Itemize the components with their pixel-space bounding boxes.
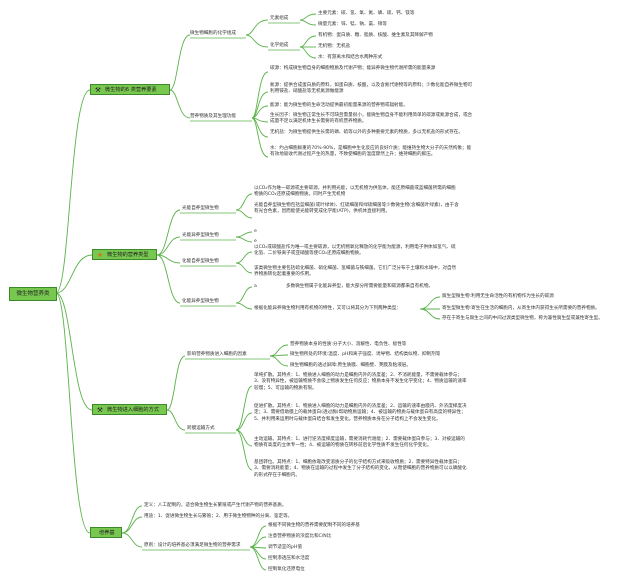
leaf-inorganic-salt: 无机盐：为微生物提供生长需的磷、硫等以外的多种重要元素的物质，多以无机盐的形式存… <box>270 130 463 135</box>
leaf-nutrient-properties: 营养物质本身的性质:分子大小、溶解性、电负性、极性等 <box>290 342 407 347</box>
leaf-medium-definition: 定义：人工配制的，适合微生物生长繁殖或产生代谢产物的营养基质。 <box>144 503 287 508</box>
node-photoheterotroph[interactable]: 光能异养型微生物 <box>182 233 219 238</box>
leaf-trace-elements: 微量元素：锌、锰、钠、氯、钼等 <box>318 22 387 27</box>
leaf-medium-usage: 用途：1、促进微生物生长与繁殖；2、用于微生物物种的分离、鉴定等。 <box>144 514 293 519</box>
node-chemical-composition[interactable]: 化学组成 <box>270 43 289 48</box>
leaf-chemoheterotroph-a-text: 多数微生物属于化能异养型，能大部分所需要能量和碳源都来自有机物。 <box>286 284 434 289</box>
node-medium-principles[interactable]: 原则：设计的培养基必须满足微生物的营养需求 <box>144 543 241 548</box>
leaf-water: 水：有游离水和结合水两种形式 <box>318 55 383 60</box>
leaf-principle-5: 控制氧化还原电位 <box>268 567 305 572</box>
leaf-chemoheterotroph-a: a <box>254 284 257 289</box>
leaf-chemoautotroph-desc-2: 该类微生物主要包括硫化细菌、硝化细菌、氢细菌与铁细菌。它们广泛分布于土壤和水域中… <box>254 266 457 278</box>
leaf-photoautotroph-desc-2: 光能自养型微生物包括蓝细菌(或叶绿体)、红硫细菌和绿硫细菌等少数微生物(含细菌叶… <box>254 203 459 215</box>
node-chemoheterotroph[interactable]: 化能异养型微生物 <box>182 299 219 304</box>
leaf-chemoheterotroph-b-text: 根据化能异养微生物利用有机物的特性，又可以将其分为下列两种类型： <box>254 306 402 311</box>
node-chemoautotroph[interactable]: 化能自养型微生物 <box>182 259 219 264</box>
leaf-principle-4: 控制渗透压和水活度 <box>268 556 310 561</box>
node-photoautotroph[interactable]: 光能自养型微生物 <box>182 206 219 211</box>
leaf-environment: 微生物所处的环境:温度、pH和离子强度、诱导物、结构类似物、抑制剂等 <box>290 352 441 357</box>
node-element-composition[interactable]: 元素组成 <box>270 16 289 21</box>
leaf-principle-3: 调节适宜的pH值 <box>268 545 302 550</box>
hammer-icon: ⚒ <box>95 86 101 94</box>
leaf-photoautotroph-desc-1: 以CO₂作为唯一碳源或主要碳源，并利用光能，以无机物为供氢体，能还原细菌或蓝细菌… <box>254 186 456 198</box>
leaf-facilitated-diffusion: 促进扩散。其特点：1、物质进入细胞的动力是细胞内外的浓度差；2、运输的速率由膜内… <box>254 404 467 422</box>
leaf-photoheterotroph-2: e <box>254 239 257 244</box>
branch-transport-label: 微生物进入细胞的方式 <box>107 407 159 413</box>
leaf-carbon-source: 碳源：构成微生物自身的细胞物质及代谢产物；能异养微生物代谢所需的能量来源 <box>270 66 436 71</box>
leaf-nitrogen-source: 氮源：提供合成蛋白质的原料，如蛋白质、核酸，以及含氮代谢物等的原料；少数化能自养… <box>270 83 473 95</box>
node-membrane-transport[interactable]: 跨膜运输方式 <box>187 426 215 431</box>
root-node[interactable]: 微生物营养类 <box>9 287 57 301</box>
branch-nutrition-types[interactable]: ★ 微生物的营养类型 <box>92 249 157 260</box>
leaf-water-function: 水：约占细胞鲜重的70%-90%，是细胞中生化反应的良好介质；能维持生物大分子的… <box>270 146 472 158</box>
leaf-inorganic: 无机物：无机盐 <box>318 44 351 49</box>
branch-nutrients-label: 微生物的6 类营养要素 <box>105 87 157 93</box>
leaf-energy-source: 能源：能为微生物的生命活动提供最初能量来源的营养物或辐射能。 <box>270 103 408 108</box>
branch-culture-medium-label: 培养基 <box>99 530 115 536</box>
leaf-principle-2: 注意营养物质的浓度比和C/N比 <box>268 534 332 539</box>
leaf-facultative: 存在于寄生与腐生之间的中间过渡类型微生物，称为兼性腐生型或兼性寄生型。 <box>442 316 603 321</box>
branch-nutrients[interactable]: ⚒ 微生物的6 类营养要素 <box>90 84 170 95</box>
leaf-permeability-barrier: 微生物细胞的透过屏障:原生质膜、细胞壁、荚膜及粘液层。 <box>290 363 411 368</box>
branch-nutrition-types-label: 微生物的营养类型 <box>107 252 149 258</box>
leaf-parasite: 寄生型微生物:寄生在生活的细胞内，从寄生体内获得生长所需要的营养物质。 <box>442 306 600 311</box>
leaf-photoheterotroph-1: e <box>254 229 257 234</box>
leaf-active-transport: 主动运输。其特点：1、进行逆浓度梯度运输，需要消耗代谢能；2、需要载体蛋白参与；… <box>254 437 465 449</box>
branch-culture-medium[interactable]: 培养基 <box>90 527 122 538</box>
leaf-chemoautotroph-desc-1: 以CO₂或碳酸盐作为唯一或主要碳源，以无机物氧化释放的化学能为能源，利用电子供体… <box>254 245 456 257</box>
leaf-organic: 有机物：蛋白质、糖、脂质、核酸、维生素及其降解产物 <box>318 33 433 38</box>
leaf-major-elements: 主要元素：碳、氢、氧、氮、磷、硫、钙、镁等 <box>318 11 415 16</box>
leaf-group-translocation: 基团转位。其特点：1、细胞依靠改变溶质分子的化学结构方式来吸收物质；2、需要特异… <box>254 460 467 478</box>
node-nutrient-functions[interactable]: 营养物质及其生理功能 <box>190 114 236 119</box>
leaf-principle-1: 根据不同微生物的营养需要配制不同的培养基 <box>268 523 360 528</box>
hammer-icon: ⚒ <box>97 406 103 414</box>
branch-transport[interactable]: ⚒ 微生物进入细胞的方式 <box>92 404 167 415</box>
node-transport-factors[interactable]: 影响营养物质进入细胞的因素 <box>187 352 247 357</box>
leaf-growth-factor: 生长因子：微生物正常生长不可缺且需量很小，能微生物自身不能利用简单的碳源或氮源合… <box>270 113 473 125</box>
star-icon: ★ <box>97 251 103 259</box>
leaf-simple-diffusion: 单纯扩散。其特点：1、物质进入细胞的动力是细胞内外的浓度差；2、不消耗能量，不需… <box>254 373 467 391</box>
node-cell-composition[interactable]: 微生物细胞的化学组成 <box>190 31 236 36</box>
leaf-saprophyte: 腐生型微生物:利用无生命活性的有机物作为生长的碳源 <box>442 294 554 299</box>
